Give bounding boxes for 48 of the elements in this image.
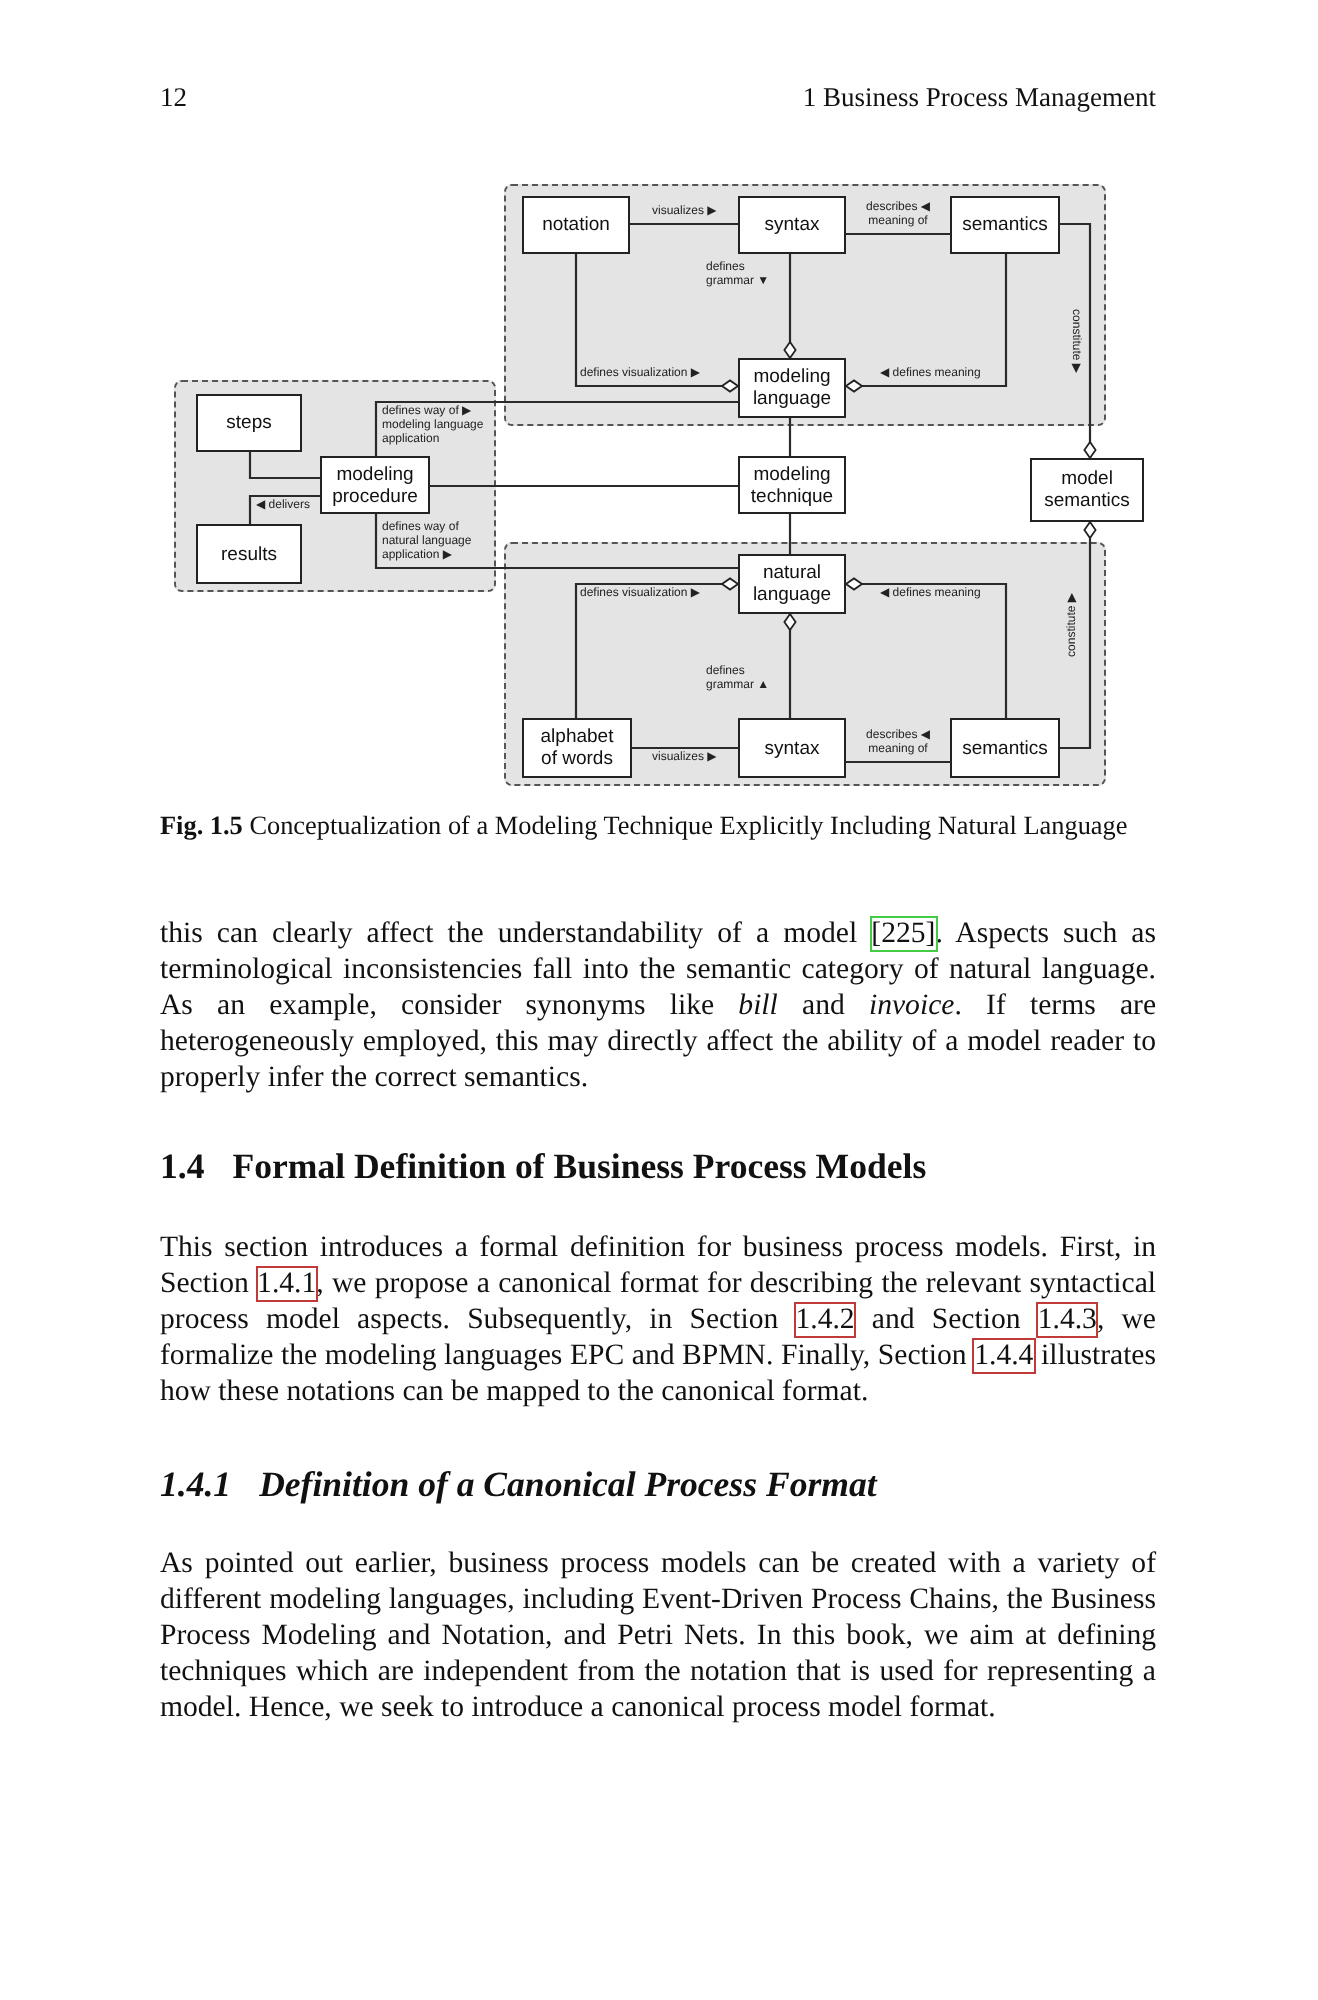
subsection-heading: 1.4.1 Definition of a Canonical Process Format (160, 1462, 877, 1506)
connector-line (374, 400, 738, 456)
figure-caption: Fig. 1.5 Conceptualization of a Modeling Technique Explicitly Including Natural Language (160, 810, 1128, 840)
connector-line (846, 760, 950, 764)
connector-line (846, 232, 950, 236)
section-heading: 1.4 Formal Definition of Business Process Models (160, 1144, 927, 1188)
concept-box: modeling language (738, 358, 846, 418)
body-paragraph: this can clearly affect the understandability of a model [225]. Aspects such as terminological inconsistencies fall into the semantic category of natural language. As an example, consider synonyms like bill and invoice. If terms are heterogeneously employed, this may directly affect the ability of a model reader to properly infer the correct semantics. (160, 918, 1156, 1098)
concept-box: alphabet of words (522, 718, 632, 778)
connector-line (248, 494, 320, 524)
dashed-group-panel (504, 184, 1106, 426)
connector-line (630, 222, 738, 226)
concept-box: steps (196, 394, 302, 452)
body-paragraph: This section introduces a formal definition for business process models. First, in Section 1.4.1, we propose a canonical format for describing the relevant syntactical process model aspects. Subsequently, in Section 1.4.2 and Section 1.4.3, we formalize the modeling languages EPC and BPMN. Finally, Section 1.4.4 illustrates how these notations can be mapped to the canonical format. (160, 1232, 1156, 1412)
connector-line (574, 254, 739, 393)
connector-line (1060, 222, 1097, 459)
concept-box: syntax (738, 718, 846, 778)
dashed-group-panel (174, 380, 496, 592)
connector-line (845, 254, 1008, 393)
concept-box: semantics (950, 196, 1060, 254)
connector-line (788, 418, 792, 456)
section-link: 1.4.1 (257, 1267, 317, 1300)
connector-line (374, 514, 738, 570)
concept-box: natural language (738, 554, 846, 614)
concept-box: semantics (950, 718, 1060, 778)
connector-line (1060, 521, 1097, 750)
citation-link: [225] (871, 918, 936, 950)
section-link: 1.4.2 (795, 1303, 855, 1336)
page-number: 12 (160, 82, 187, 114)
body-paragraph: As pointed out earlier, business process models can be created with a variety of different modeling languages, including Event-Driven Process Chains, the Business Process Modeling and Notation, and Petri Nets. In this book, we aim at defining techniques which are independent from the notation that is used for representing a model. Hence, we seek to introduce a canonical process model format. (160, 1548, 1156, 1728)
section-link: 1.4.4 (974, 1339, 1034, 1372)
dashed-group-panel (504, 542, 1106, 786)
concept-box: notation (522, 196, 630, 254)
connector-line (248, 452, 320, 480)
connector-line (845, 577, 1008, 718)
running-header: 1 Business Process Management (802, 82, 1156, 114)
connector-line (788, 514, 792, 554)
concept-box: modeling procedure (320, 456, 430, 514)
concept-box: results (196, 524, 302, 584)
connector-line (783, 254, 797, 359)
concept-box: model semantics (1030, 458, 1144, 522)
concept-box: modeling technique (738, 456, 846, 514)
section-link: 1.4.3 (1037, 1303, 1097, 1336)
connector-line (574, 577, 739, 718)
connector-line (783, 613, 797, 718)
connector-line (430, 484, 738, 488)
connector-line (632, 746, 738, 750)
concept-box: syntax (738, 196, 846, 254)
